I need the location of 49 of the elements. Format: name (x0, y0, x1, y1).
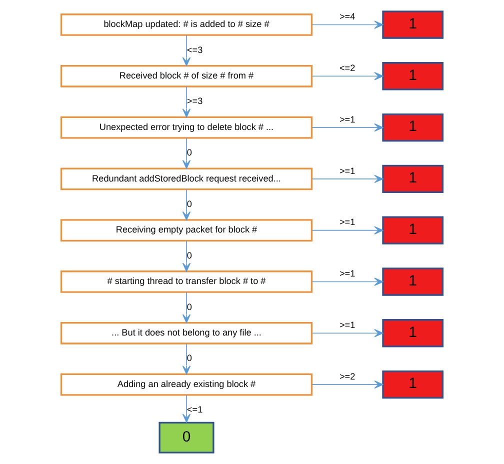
node-box: ... But it does not belong to any file ... (60, 322, 313, 344)
arrow (182, 240, 191, 272)
arrow (182, 86, 191, 118)
arrow (312, 174, 384, 184)
arrow (312, 278, 384, 286)
arrow (312, 380, 384, 389)
edge-label: >=1 (339, 268, 356, 279)
node-box: Adding an already existing block # (60, 373, 313, 396)
edge-label: >=2 (339, 371, 356, 382)
arrow (182, 138, 191, 169)
arrow (182, 343, 191, 375)
edge-label: 0 (186, 353, 192, 364)
edge-label: >=4 (339, 12, 356, 22)
node-box: 1 (382, 10, 444, 39)
node-box: 1 (382, 268, 444, 296)
arrow (182, 394, 191, 423)
edge-label: >=1 (339, 114, 356, 124)
edge-label: >=3 (186, 96, 203, 106)
node-box: Redundant addStoredBlock request received... (60, 168, 313, 190)
node-box: 1 (382, 113, 444, 142)
edge-label: 0 (186, 198, 192, 209)
edge-label: >=1 (339, 166, 356, 176)
node-box: 1 (382, 370, 444, 399)
arrow (182, 34, 191, 66)
node-box: 0 (158, 422, 214, 454)
edge-label: >=1 (339, 217, 356, 228)
arrow (312, 20, 384, 29)
arrow (182, 292, 191, 324)
node-box: 1 (382, 62, 444, 90)
edge-label: <=2 (339, 62, 356, 73)
arrow (312, 329, 384, 338)
edge-label: <=1 (186, 404, 203, 415)
arrow (312, 123, 384, 132)
edge-label: <=3 (186, 44, 203, 55)
edge-label: >=1 (339, 320, 356, 330)
node-box: Unexpected error trying to delete block # ... (60, 116, 313, 139)
node-box: 1 (382, 164, 444, 194)
edge-label: 0 (186, 250, 192, 260)
node-box: # starting thread to transfer block # to # (60, 270, 313, 293)
node-box: blockMap updated: # is added to # size # (60, 14, 313, 36)
edge-label: 0 (186, 302, 192, 312)
arrow (182, 188, 191, 220)
node-box: Received block # of size # from # (60, 64, 313, 88)
node-box: 1 (382, 216, 444, 244)
node-box: 1 (382, 319, 444, 348)
arrow (312, 72, 384, 80)
edge-label: 0 (186, 148, 192, 158)
arrow (312, 226, 384, 234)
node-box: Receiving empty packet for block # (60, 219, 313, 242)
